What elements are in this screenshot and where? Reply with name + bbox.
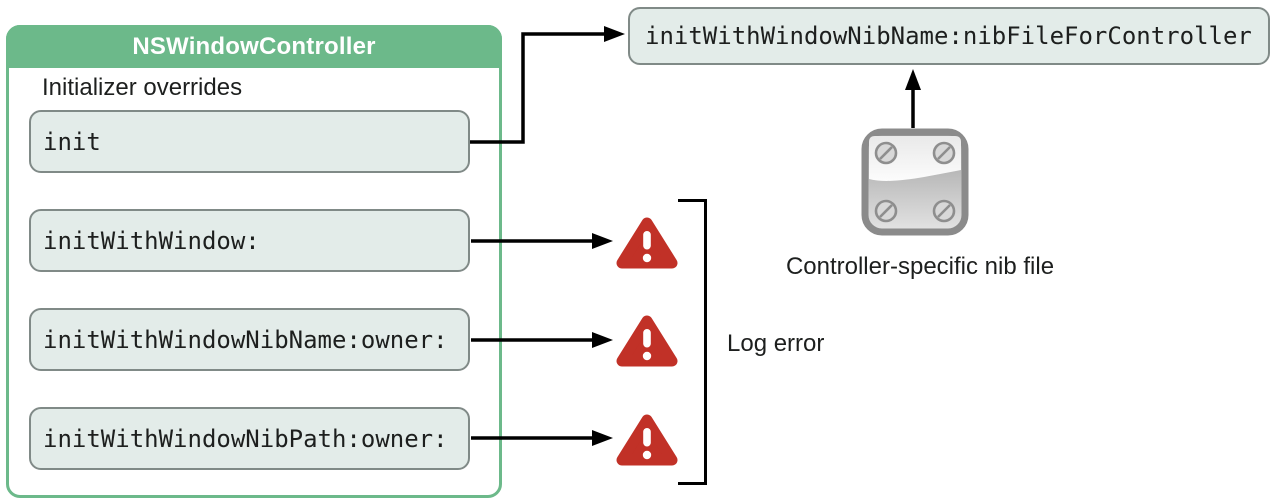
arrowhead-icon — [592, 233, 613, 249]
warning-triangle-icon — [616, 414, 678, 466]
panel-header: NSWindowController — [6, 25, 502, 68]
method-box-initwithwindownibname-owner: initWithWindowNibName:owner: — [29, 308, 470, 371]
arrowhead-icon — [592, 332, 613, 348]
designated-initializer-label: initWithWindowNibName:nibFileForControll… — [645, 22, 1252, 50]
method-box-initwithwindow: initWithWindow: — [29, 209, 470, 272]
log-error-label: Log error — [727, 330, 825, 357]
section-label: Initializer overrides — [42, 74, 243, 101]
screw-icons — [874, 141, 956, 223]
arrowhead-icon — [905, 69, 921, 90]
panel-title: NSWindowController — [132, 32, 376, 60]
warning-triangle-icon — [616, 315, 678, 367]
nib-file-icon — [861, 128, 969, 236]
log-error-bracket — [678, 199, 707, 485]
method-label: init — [43, 127, 101, 156]
warning-triangle-icon — [616, 217, 678, 269]
method-box-init: init — [29, 110, 470, 173]
method-box-initwithwindownibpath-owner: initWithWindowNibPath:owner: — [29, 407, 470, 470]
arrowhead-icon — [592, 430, 613, 446]
designated-initializer-box: initWithWindowNibName:nibFileForControll… — [628, 7, 1270, 65]
method-label: initWithWindow: — [43, 226, 260, 255]
method-label: initWithWindowNibPath:owner: — [43, 424, 448, 453]
nib-file-caption: Controller-specific nib file — [785, 253, 1055, 280]
method-label: initWithWindowNibName:owner: — [43, 325, 448, 354]
arrowhead-icon — [604, 26, 625, 42]
